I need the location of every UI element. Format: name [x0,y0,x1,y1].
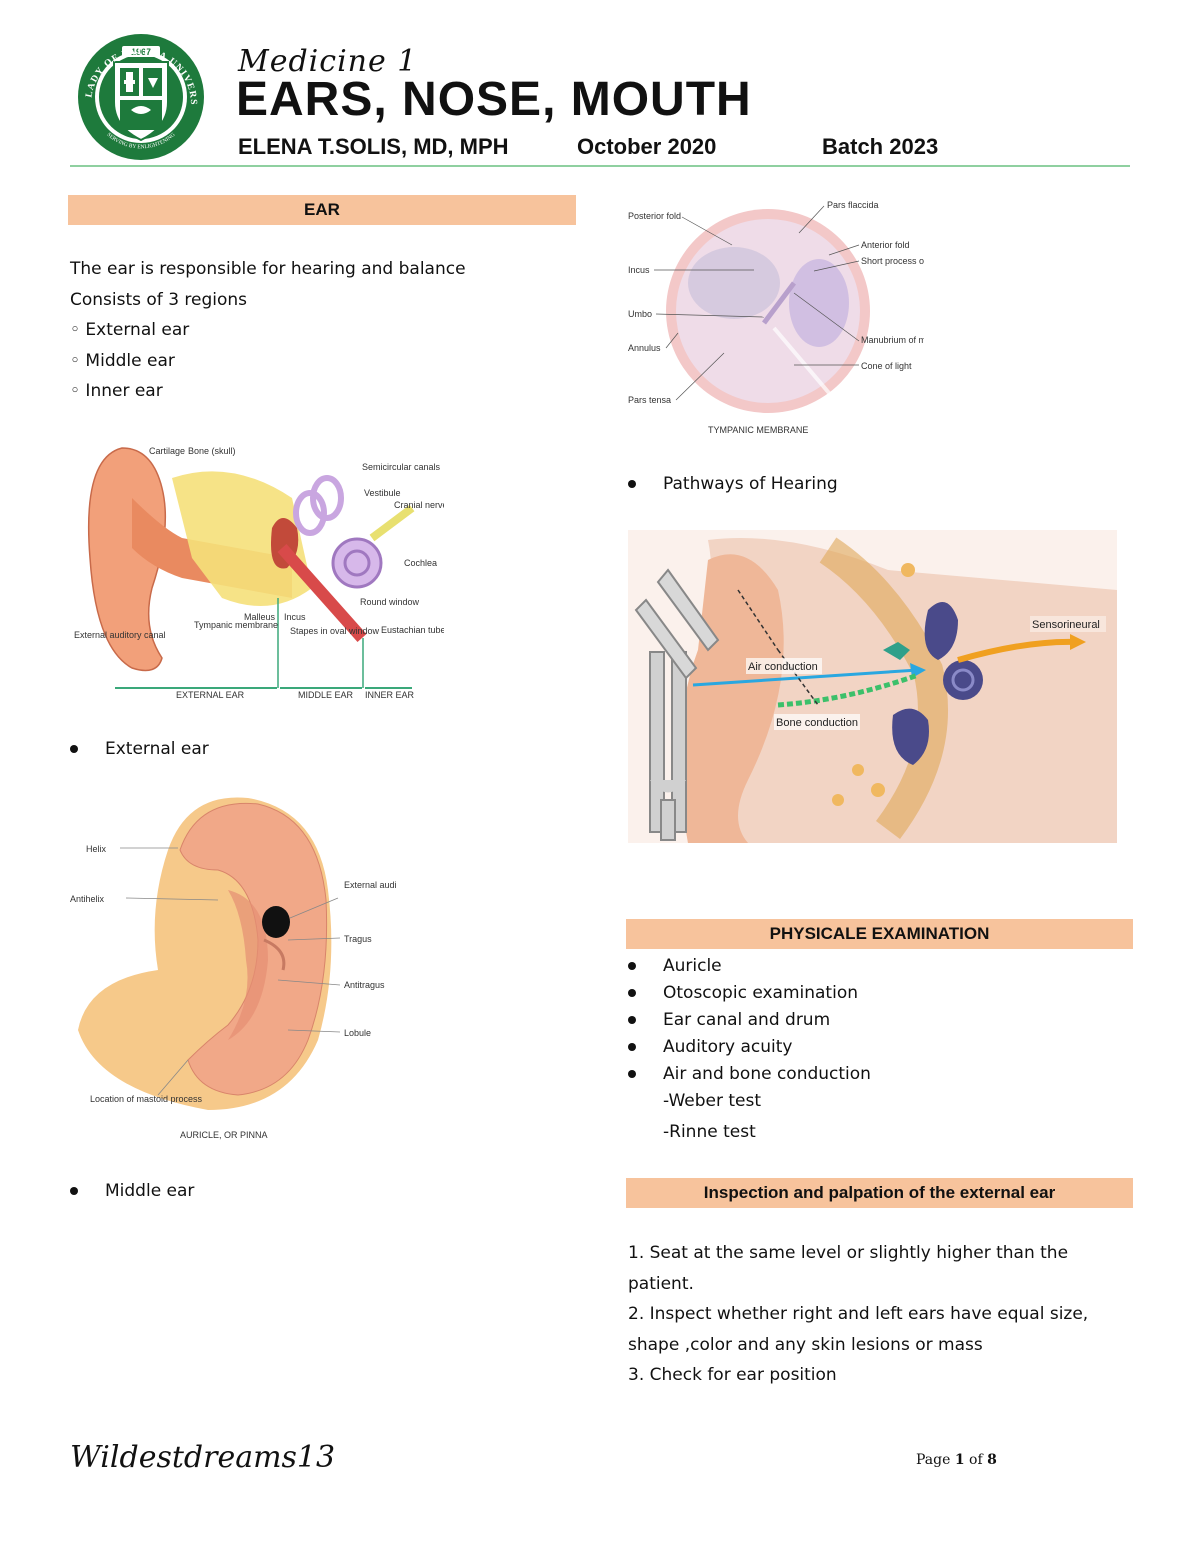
fig1-label: Cartilage [149,446,185,456]
fig1-label: Vestibule [364,488,401,498]
fig4-label-bone: Bone conduction [776,717,858,729]
intro-line: ◦ Inner ear [70,381,163,401]
bullet-external-ear: External ear [70,735,209,762]
fig1-label: Cochlea [404,558,437,568]
inspection-line: 3. Check for ear position [628,1365,837,1385]
section-title-physical-exam: PHYSICALE EXAMINATION [626,919,1133,949]
fig2-label: Antitragus [344,980,385,990]
fig2-label: Antihelix [70,894,105,904]
fig3-label: Annulus [628,343,661,353]
exam-item: Air and bone conduction [628,1060,871,1087]
exam-item: Ear canal and drum [628,1006,871,1033]
fig1-label: Malleus [244,612,276,622]
bullet-dot [628,479,636,488]
fig2-label: External auditory meatus [344,880,396,890]
date: October 2020 [577,134,717,159]
page-number: Page 1 of 8 [916,1452,997,1468]
intro-line: The ear is responsible for hearing and b… [70,259,466,279]
fig1-region: INNER EAR [365,690,415,700]
header-divider [70,165,1130,167]
fig2-label: Helix [86,844,107,854]
author: ELENA T.SOLIS, MD, MPH [238,134,509,159]
intro-line: ◦ Middle ear [70,350,175,371]
fig2-label: Location of mastoid process [90,1094,203,1104]
exam-item-text: Ear canal and drum [663,1009,831,1030]
fig4-label-air: Air conduction [748,661,818,673]
ear-anatomy-figure: Cartilage Bone (skull) Semicircular cana… [72,438,464,704]
fig2-label: Lobule [344,1028,371,1038]
inspection-steps: 1. Seat at the same level or slightly hi… [628,1238,1128,1391]
bullet-dot [628,1069,636,1078]
signature: Wildestdreams13 [70,1440,336,1475]
section-title-inspection: Inspection and palpation of the external… [626,1178,1133,1208]
fig1-label: External auditory canal [74,630,166,640]
exam-item: Auditory acuity [628,1033,871,1060]
bullet-text: Pathways of Hearing [663,473,838,494]
exam-item: Auricle [628,952,871,979]
fig1-label: Semicircular canals [362,462,441,472]
inspection-line: patient. [628,1273,694,1294]
page-title: EARS, NOSE, MOUTH [236,73,752,126]
fig3-label: Manubrium of malleus [861,335,924,345]
bullet-dot [70,1186,78,1195]
exam-item-text: Auricle [663,955,722,976]
fig3-label: Posterior fold [628,211,681,221]
exam-item-text: Air and bone conduction [663,1063,871,1084]
inspection-line: shape ,color and any skin lesions or mas… [628,1334,983,1355]
fig3-label: Pars flaccida [827,200,879,210]
bullet-dot [628,961,636,970]
exam-subitem: -Weber test [663,1090,762,1111]
inspection-line: 1. Seat at the same level or slightly hi… [628,1243,1069,1263]
bullet-dot [628,1015,636,1024]
logo-year: 1967 [131,47,151,57]
fig1-label: Incus [284,612,306,622]
bullet-middle-ear: Middle ear [70,1177,194,1204]
fig3-label: Cone of light [861,361,912,371]
university-logo: 1967 OUR LADY OF FATIMA UNIVERSITY SERVI… [72,25,206,162]
fig3-label: Short process of malleus [861,256,924,266]
fig1-region: EXTERNAL EAR [176,690,245,700]
fig3-label: Umbo [628,309,652,319]
fig1-label: Bone (skull) [188,446,236,456]
section-title-ear: EAR [68,195,576,225]
exam-subitem: -Rinne test [663,1121,756,1142]
fig4-label-sensorineural: Sensorineural [1032,619,1100,631]
fig1-label: Round window [360,597,420,607]
page-total: 8 [987,1452,997,1468]
exam-item-text: Otoscopic examination [663,982,858,1003]
fig2-caption: AURICLE, OR PINNA [180,1130,268,1140]
bullet-dot [628,1042,636,1051]
page-of: of [969,1452,983,1468]
hearing-pathways-figure: Sensorineural Air conduction Bone conduc… [628,530,1117,843]
bullet-dot [70,744,78,753]
tympanic-membrane-figure: Posterior fold Incus Umbo Annulus Pars t… [624,193,961,438]
fig3-caption: TYMPANIC MEMBRANE [708,425,808,435]
ear-intro: The ear is responsible for hearing and b… [70,254,570,407]
bullet-text: Middle ear [105,1180,195,1201]
inspection-line: 2. Inspect whether right and left ears h… [628,1304,1089,1324]
fig1-label: Cranial nerve VIII [394,500,444,510]
fig1-label: Stapes in oval window [290,626,380,636]
course-subtitle: Medicine 1 [238,44,418,79]
fig3-label: Anterior fold [861,240,910,250]
bullet-text: External ear [105,738,209,759]
bullet-dot [628,988,636,997]
fig1-label: Tympanic membrane [194,620,278,630]
intro-line: Consists of 3 regions [70,289,248,310]
fig2-label: Tragus [344,934,372,944]
fig1-label: Eustachian tube [381,625,444,635]
intro-line: ◦ External ear [70,320,190,340]
fig1-region: MIDDLE EAR [298,690,354,700]
exam-list: Auricle Otoscopic examination Ear canal … [628,952,871,1145]
page-current: 1 [954,1452,965,1468]
batch: Batch 2023 [822,134,939,159]
bullet-pathways: Pathways of Hearing [628,470,838,497]
fig3-label: Pars tensa [628,395,671,405]
auricle-figure: Helix Antihelix External auditory meatus… [68,790,444,1142]
page-prefix: Page [916,1452,951,1468]
exam-item: Otoscopic examination [628,979,871,1006]
fig3-label: Incus [628,265,650,275]
exam-item-text: Auditory acuity [663,1036,793,1057]
